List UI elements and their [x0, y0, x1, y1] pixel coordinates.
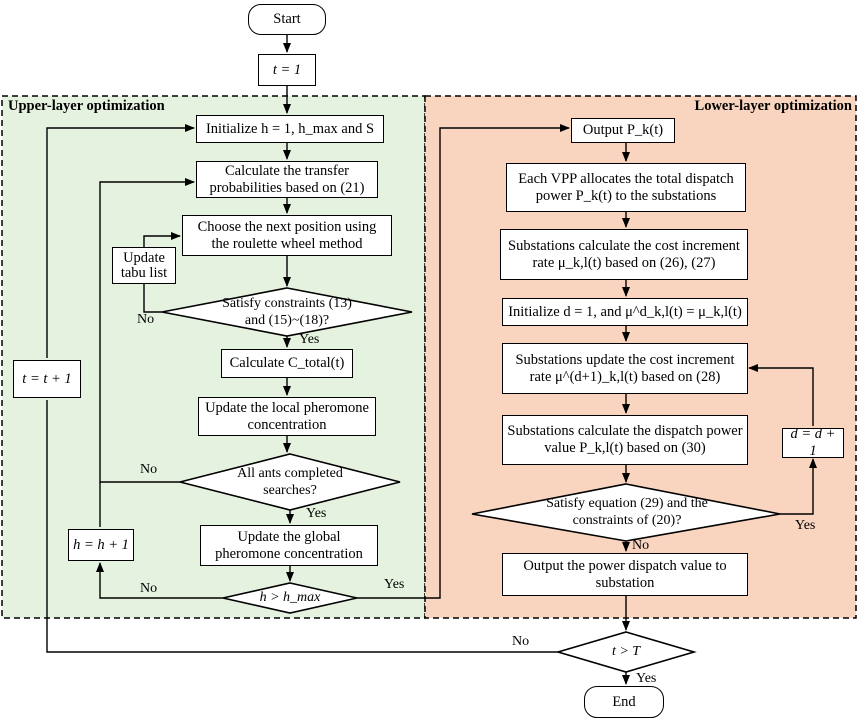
h-gt-hmax-text: h > h_max: [259, 590, 321, 605]
t-gt-T-text: t > T: [611, 644, 641, 659]
start-node: Start: [248, 4, 326, 35]
edge-label-yes-tgt: Yes: [636, 671, 657, 686]
initialize-h-label: Initialize h = 1, h_max and S: [205, 120, 375, 137]
decision-h-gt-hmax-shape: [222, 582, 358, 614]
transfer-probabilities-box: Calculate the transfer probabilities bas…: [196, 161, 378, 198]
calculate-ctotal-box: Calculate C_total(t): [221, 349, 353, 378]
satisfy-constraints-text: Satisfy constraints (13) and (15)~(18)?: [222, 296, 352, 328]
vpp-allocates-box: Each VPP allocates the total dispatch po…: [506, 163, 746, 212]
h-increment-box: h = h + 1: [68, 529, 134, 561]
t-equals-1-box: t = 1: [258, 54, 316, 86]
edge-label-yes-hmax: Yes: [384, 577, 405, 592]
output-pk-box: Output P_k(t): [571, 118, 675, 143]
calculate-ctotal-label: Calculate C_total(t): [229, 355, 345, 371]
end-node: End: [584, 686, 664, 718]
edge-label-yes-ants: Yes: [306, 506, 327, 521]
update-global-pheromone-box: Update the global pheromone concentratio…: [200, 525, 378, 566]
d-increment-box: d = d + 1: [782, 426, 844, 459]
t1-label: t = 1: [272, 61, 302, 78]
substations-update-rate-box: Substations update the cost increment ra…: [502, 343, 748, 394]
t-increment-box: t = t + 1: [13, 360, 81, 398]
edge-label-no-hmax: No: [140, 581, 158, 596]
edge-label-no-tgt: No: [512, 634, 530, 649]
lower-layer-title: Lower-layer optimization: [694, 98, 852, 114]
edge-label-yes-equation: Yes: [795, 518, 816, 533]
edge-label-no-tabu: No: [137, 312, 155, 327]
initialize-h-box: Initialize h = 1, h_max and S: [196, 115, 384, 143]
upper-layer-title: Upper-layer optimization: [8, 98, 165, 114]
initialize-d-box: Initialize d = 1, and μ^d_k,l(t) = μ_k,l…: [502, 298, 748, 326]
edge-label-yes-satisfy: Yes: [299, 332, 320, 347]
edge-label-no-equation: No: [632, 538, 650, 553]
update-local-pheromone-box: Update the local pheromone concentration: [198, 397, 376, 436]
all-ants-completed-text: All ants completed searches?: [237, 466, 343, 498]
satisfy-equation-text: Satisfy equation (29) and the constraint…: [546, 496, 708, 528]
update-tabu-list-box: Update tabu list: [112, 247, 176, 284]
choose-next-position-box: Choose the next position using the roule…: [182, 215, 392, 256]
output-power-dispatch-box: Output the power dispatch value to subst…: [502, 553, 748, 596]
dispatch-power-value-box: Substations calculate the dispatch power…: [502, 415, 748, 465]
edge-label-no-ants: No: [140, 462, 158, 477]
substations-cost-rate-box: Substations calculate the cost increment…: [500, 229, 748, 280]
